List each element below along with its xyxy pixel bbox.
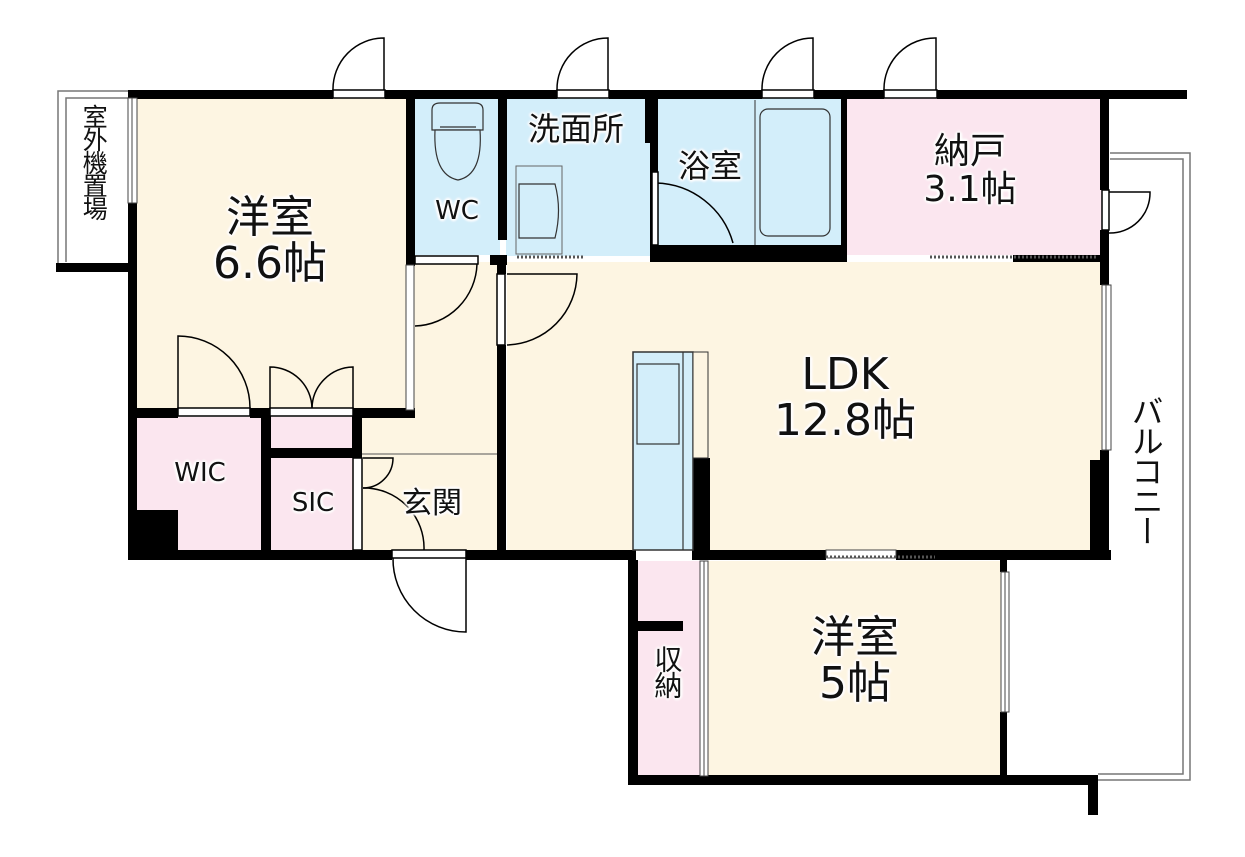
washroom-area (506, 98, 652, 256)
door-swing-ldk (506, 273, 578, 346)
sliding-rails (517, 255, 1098, 559)
sliding-door-western-hall (405, 264, 415, 411)
door-swing-front (392, 557, 467, 633)
room-name: LDK (801, 349, 889, 400)
shelf-storage-area (270, 417, 352, 449)
door-swing-storage-right (311, 366, 354, 409)
room-name: 洋室 (226, 192, 314, 243)
door-swing-bath-top (761, 37, 814, 91)
room-size: 5帖 (819, 658, 891, 710)
door-swing-washroom-top (556, 37, 609, 91)
door-swing-bath (655, 182, 734, 244)
room-size: 12.8帖 (774, 395, 916, 447)
room-size: 3.1帖 (923, 168, 1017, 210)
door-swing-wc (414, 263, 478, 327)
ac-space-inner-outline (65, 97, 130, 262)
wic-label: WIC (174, 458, 226, 488)
closet-area (638, 561, 708, 776)
balcony-label: バルコニー (1126, 395, 1165, 545)
room-name: 納戸 (933, 131, 1006, 172)
door-swing-entrance-inner (362, 487, 425, 551)
storeroom-label: 納戸 3.1帖 (900, 133, 1040, 209)
sliding-door-ldk-room2 (825, 549, 897, 559)
washroom-label: 洗面所 (527, 110, 624, 148)
door-swings (177, 37, 1151, 633)
sic-area (270, 458, 353, 550)
entrance-label: 玄関 (402, 486, 462, 521)
room-fills (137, 98, 1102, 776)
ac-space-outline (57, 90, 130, 268)
bathroom-area (658, 98, 841, 245)
ldk-label: LDK 12.8帖 (755, 349, 935, 447)
door-swing-wic (177, 335, 251, 409)
door-swing-storage-left (269, 366, 313, 409)
windows (127, 97, 1112, 777)
door-swing-storeroom-balcony (1108, 191, 1151, 234)
storeroom-area (845, 98, 1102, 255)
outdoor-outlines (57, 90, 1191, 781)
walls (56, 90, 1187, 815)
sic-label: SIC (291, 488, 335, 518)
balcony-inner-outline (1098, 158, 1184, 775)
door-swing-storeroom-top (883, 37, 937, 91)
western-room-1-label: 洋室 6.6帖 (200, 192, 340, 290)
western-room-1-area (137, 98, 415, 410)
closet-label: 収納 (650, 645, 684, 697)
wc-label: WC (435, 196, 479, 226)
western-room-2-area (708, 561, 1001, 776)
western-room-2-label: 洋室 5帖 (785, 612, 925, 710)
door-swing-room1-top (332, 37, 385, 91)
hallway-lower-area (362, 410, 501, 550)
room-name: 洋室 (811, 612, 899, 663)
bathroom-label: 浴室 (677, 147, 742, 185)
balcony-outline (1098, 152, 1191, 781)
ldk-area (507, 262, 1102, 550)
room-size: 6.6帖 (213, 238, 327, 290)
ac-unit-space-label: 室外機置場 (79, 104, 109, 219)
